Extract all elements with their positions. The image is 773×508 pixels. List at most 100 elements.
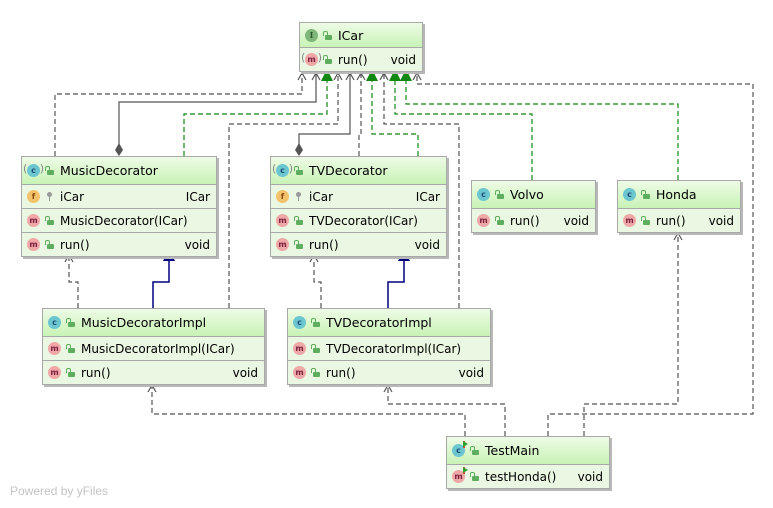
node-header: c Volvo xyxy=(472,181,595,208)
member-name: iCar xyxy=(309,189,333,204)
interface-icon: I xyxy=(305,28,318,42)
private-visibility-icon xyxy=(45,192,54,201)
member-row[interactable]: m run() void xyxy=(288,360,490,384)
member-row[interactable]: m MusicDecorator(ICar) xyxy=(22,208,216,232)
node-testmain[interactable]: c TestMain m testHonda() void xyxy=(446,436,610,489)
field-icon: f xyxy=(27,190,40,203)
triangle-arrowhead xyxy=(321,69,333,81)
member-type: void xyxy=(232,365,258,380)
member-row[interactable]: m run() void xyxy=(22,232,216,256)
node-header: c TVDecoratorImpl xyxy=(288,309,490,336)
member-row[interactable]: m run() void xyxy=(43,360,264,384)
open-arrowhead xyxy=(356,71,366,81)
member-row[interactable]: f iCar ICar xyxy=(22,184,216,208)
node-musicdecoratorimpl[interactable]: c MusicDecoratorImpl m MusicDecoratorImp… xyxy=(42,308,265,385)
method-icon: m xyxy=(48,342,61,355)
triangle-arrowhead xyxy=(366,69,378,81)
open-arrowhead xyxy=(412,71,422,81)
member-type: void xyxy=(184,237,210,252)
member-name: TVDecorator(ICar) xyxy=(309,213,418,228)
node-title: Volvo xyxy=(510,187,544,202)
composition-diamond xyxy=(115,143,123,156)
node-tvdecorator[interactable]: c TVDecorator f iCar ICar m TVDecorator(… xyxy=(270,156,447,257)
member-row[interactable]: m TVDecoratorImpl(ICar) xyxy=(288,336,490,360)
member-row[interactable]: m run() void xyxy=(618,208,740,232)
open-arrowhead xyxy=(345,71,355,81)
node-header: c TVDecorator xyxy=(271,157,446,184)
member-row[interactable]: m run() void xyxy=(300,47,422,71)
runnable-method-icon: m xyxy=(452,467,468,483)
method-icon: m xyxy=(27,238,40,251)
edge-realization-honda-to-icar xyxy=(405,80,679,180)
class-icon: c xyxy=(623,188,636,201)
private-visibility-icon xyxy=(294,192,303,201)
node-musicdecorator[interactable]: c MusicDecorator f iCar ICar m MusicDeco… xyxy=(21,156,217,257)
open-arrowhead xyxy=(379,71,389,81)
public-visibility-icon xyxy=(311,318,320,327)
member-name: run() xyxy=(81,365,111,380)
open-arrowhead xyxy=(333,71,343,81)
member-name: run() xyxy=(60,237,90,252)
public-visibility-icon xyxy=(641,190,650,199)
edge-realization-volvo-to-icar xyxy=(394,80,533,180)
public-visibility-icon xyxy=(66,344,75,353)
member-name: run() xyxy=(338,52,368,67)
public-visibility-icon xyxy=(470,446,479,455)
method-icon: m xyxy=(623,214,636,227)
triangle-arrowhead xyxy=(400,69,412,81)
public-visibility-icon xyxy=(45,216,54,225)
powered-by-label: Powered by yFiles xyxy=(10,484,109,498)
edge-dependency-musicdecoratorimpl-to-icar xyxy=(228,73,339,308)
edge-composition-tvdecorator-to-icar xyxy=(298,73,351,150)
node-tvdecoratorimpl[interactable]: c TVDecoratorImpl m TVDecoratorImpl(ICar… xyxy=(287,308,491,385)
member-row[interactable]: m run() void xyxy=(472,208,595,232)
public-visibility-icon xyxy=(311,344,320,353)
public-visibility-icon xyxy=(470,472,479,481)
public-visibility-icon xyxy=(294,166,303,175)
node-volvo[interactable]: c Volvo m run() void xyxy=(471,180,596,233)
node-icar[interactable]: I ICar m run() void xyxy=(299,22,423,72)
edge-dependency-tvdecorator-to-icar xyxy=(358,73,362,156)
public-visibility-icon xyxy=(641,216,650,225)
public-visibility-icon xyxy=(45,240,54,249)
node-title: TVDecoratorImpl xyxy=(326,315,432,330)
open-arrowhead xyxy=(147,383,157,393)
class-icon: c xyxy=(48,316,61,329)
public-visibility-icon xyxy=(66,368,75,377)
member-type: void xyxy=(390,52,416,67)
member-row[interactable]: m MusicDecoratorImpl(ICar) xyxy=(43,336,264,360)
node-title: TVDecorator xyxy=(309,163,388,178)
method-icon: m xyxy=(27,214,40,227)
node-title: Honda xyxy=(656,187,697,202)
open-arrowhead xyxy=(383,383,393,393)
member-name: MusicDecorator(ICar) xyxy=(60,213,188,228)
node-title: MusicDecorator xyxy=(60,163,158,178)
public-visibility-icon xyxy=(294,216,303,225)
node-title: ICar xyxy=(338,27,364,43)
member-row[interactable]: m TVDecorator(ICar) xyxy=(271,208,446,232)
member-name: run() xyxy=(510,213,540,228)
public-visibility-icon xyxy=(495,216,504,225)
node-header: c Honda xyxy=(618,181,740,208)
open-arrowhead xyxy=(311,71,321,81)
member-name: MusicDecoratorImpl(ICar) xyxy=(81,341,235,356)
member-type: void xyxy=(458,365,484,380)
composition-diamond xyxy=(295,143,303,156)
member-name: testHonda() xyxy=(485,469,557,484)
member-row[interactable]: m run() void xyxy=(271,232,446,256)
edge-dependency-testmain-to-tvdecoratorimpl xyxy=(387,385,506,436)
member-row[interactable]: f iCar ICar xyxy=(271,184,446,208)
node-header: c TestMain xyxy=(447,437,609,464)
member-name: iCar xyxy=(60,189,84,204)
node-honda[interactable]: c Honda m run() void xyxy=(617,180,741,233)
abstract-class-icon: c xyxy=(272,163,293,177)
node-header: c MusicDecoratorImpl xyxy=(43,309,264,336)
member-row[interactable]: m testHonda() void xyxy=(447,464,609,488)
abstract-class-icon: c xyxy=(23,163,44,177)
member-type: void xyxy=(563,213,589,228)
member-type: ICar xyxy=(185,189,210,204)
node-title: MusicDecoratorImpl xyxy=(81,315,207,330)
class-icon: c xyxy=(477,188,490,201)
member-name: run() xyxy=(326,365,356,380)
public-visibility-icon xyxy=(45,166,54,175)
